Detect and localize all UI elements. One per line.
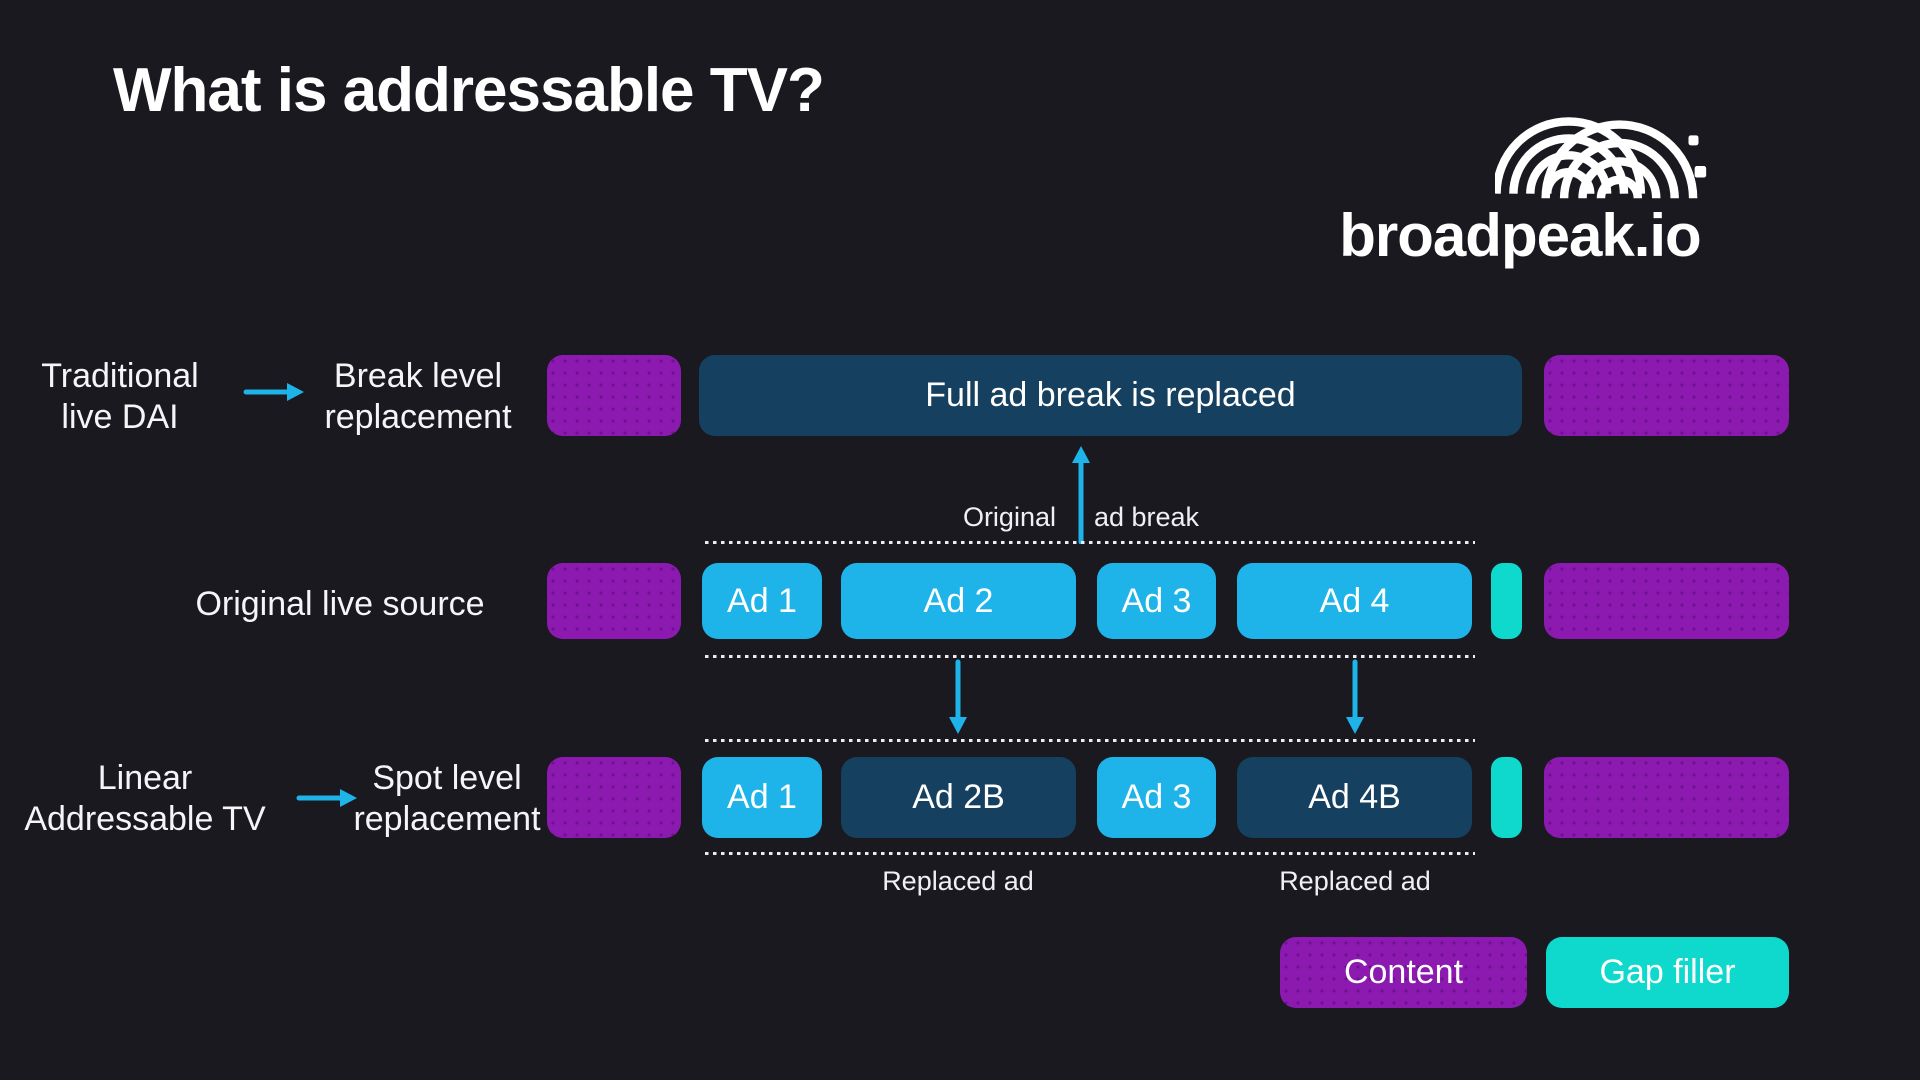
ad-label: Ad 2 [923, 581, 994, 620]
ad-4-block: Ad 4 [1237, 563, 1472, 639]
ad-3-block: Ad 3 [1097, 563, 1216, 639]
arrow-up-icon [1070, 446, 1092, 544]
ad-label: Ad 4B [1308, 778, 1401, 816]
ad-break-end-line [705, 655, 1475, 658]
replaced-break-start-line [705, 739, 1475, 742]
ad-label: Ad 1 [727, 778, 797, 816]
full-ad-break-label: Full ad break is replaced [925, 376, 1296, 414]
label-linear-addressable-tv: Linear Addressable TV [10, 758, 280, 840]
ad-1-block: Ad 1 [702, 757, 822, 838]
ad-break-start-line [705, 541, 1475, 544]
annotation-original-ad-break: Original ad break [781, 502, 1381, 533]
content-block [547, 355, 681, 436]
annotation-ad-break: ad break [1093, 502, 1200, 532]
ad-label: Ad 3 [1121, 778, 1192, 816]
label-spot-level-replacement: Spot level replacement [347, 758, 547, 840]
label-traditional-live-dai: Traditional live DAI [20, 356, 220, 438]
label-line: Original live source [195, 585, 485, 623]
replaced-break-end-line [705, 852, 1475, 855]
gap-filler-block [1491, 757, 1522, 838]
label-line: Addressable TV [24, 800, 266, 838]
label-break-level-replacement: Break level replacement [318, 356, 518, 438]
arrow-down-icon [1344, 659, 1366, 735]
ad-3-block: Ad 3 [1097, 757, 1216, 838]
full-ad-break-block: Full ad break is replaced [699, 355, 1522, 436]
label-line: Traditional [41, 357, 199, 395]
ad-label: Ad 2B [912, 778, 1005, 816]
label-line: replacement [353, 800, 541, 838]
brand-name: broadpeak.io [1339, 202, 1701, 269]
arrow-right-icon [243, 380, 307, 404]
label-line: replacement [324, 398, 512, 436]
content-block [1544, 355, 1789, 436]
ad-label: Ad 4 [1319, 581, 1390, 620]
content-block [1544, 757, 1789, 838]
legend-content: Content [1280, 937, 1527, 1008]
label-original-live-source: Original live source [140, 584, 540, 625]
ad-2b-replaced-block: Ad 2B [841, 757, 1076, 838]
ad-label: Ad 1 [727, 581, 797, 620]
broadpeak-logo-icon [1495, 92, 1710, 204]
ad-label: Ad 3 [1121, 581, 1192, 620]
label-line: Linear [97, 759, 193, 797]
legend-gap-filler: Gap filler [1546, 937, 1789, 1008]
annotation-replaced-ad: Replaced ad [1279, 866, 1431, 896]
arrow-down-icon [947, 659, 969, 735]
label-line: Spot level [372, 759, 522, 797]
label-line: live DAI [61, 398, 179, 436]
page-title: What is addressable TV? [113, 56, 825, 125]
arrow-right-icon [296, 786, 360, 810]
ad-4b-replaced-block: Ad 4B [1237, 757, 1472, 838]
ad-2-block: Ad 2 [841, 563, 1076, 639]
content-block [1544, 563, 1789, 639]
label-line: Break level [333, 357, 503, 395]
content-block [547, 563, 681, 639]
content-block [547, 757, 681, 838]
ad-1-block: Ad 1 [702, 563, 822, 639]
annotation-replaced-ad: Replaced ad [882, 866, 1034, 896]
legend-gap-filler-label: Gap filler [1599, 953, 1736, 991]
gap-filler-block [1491, 563, 1522, 639]
annotation-original: Original [962, 502, 1056, 532]
legend-content-label: Content [1343, 953, 1464, 991]
